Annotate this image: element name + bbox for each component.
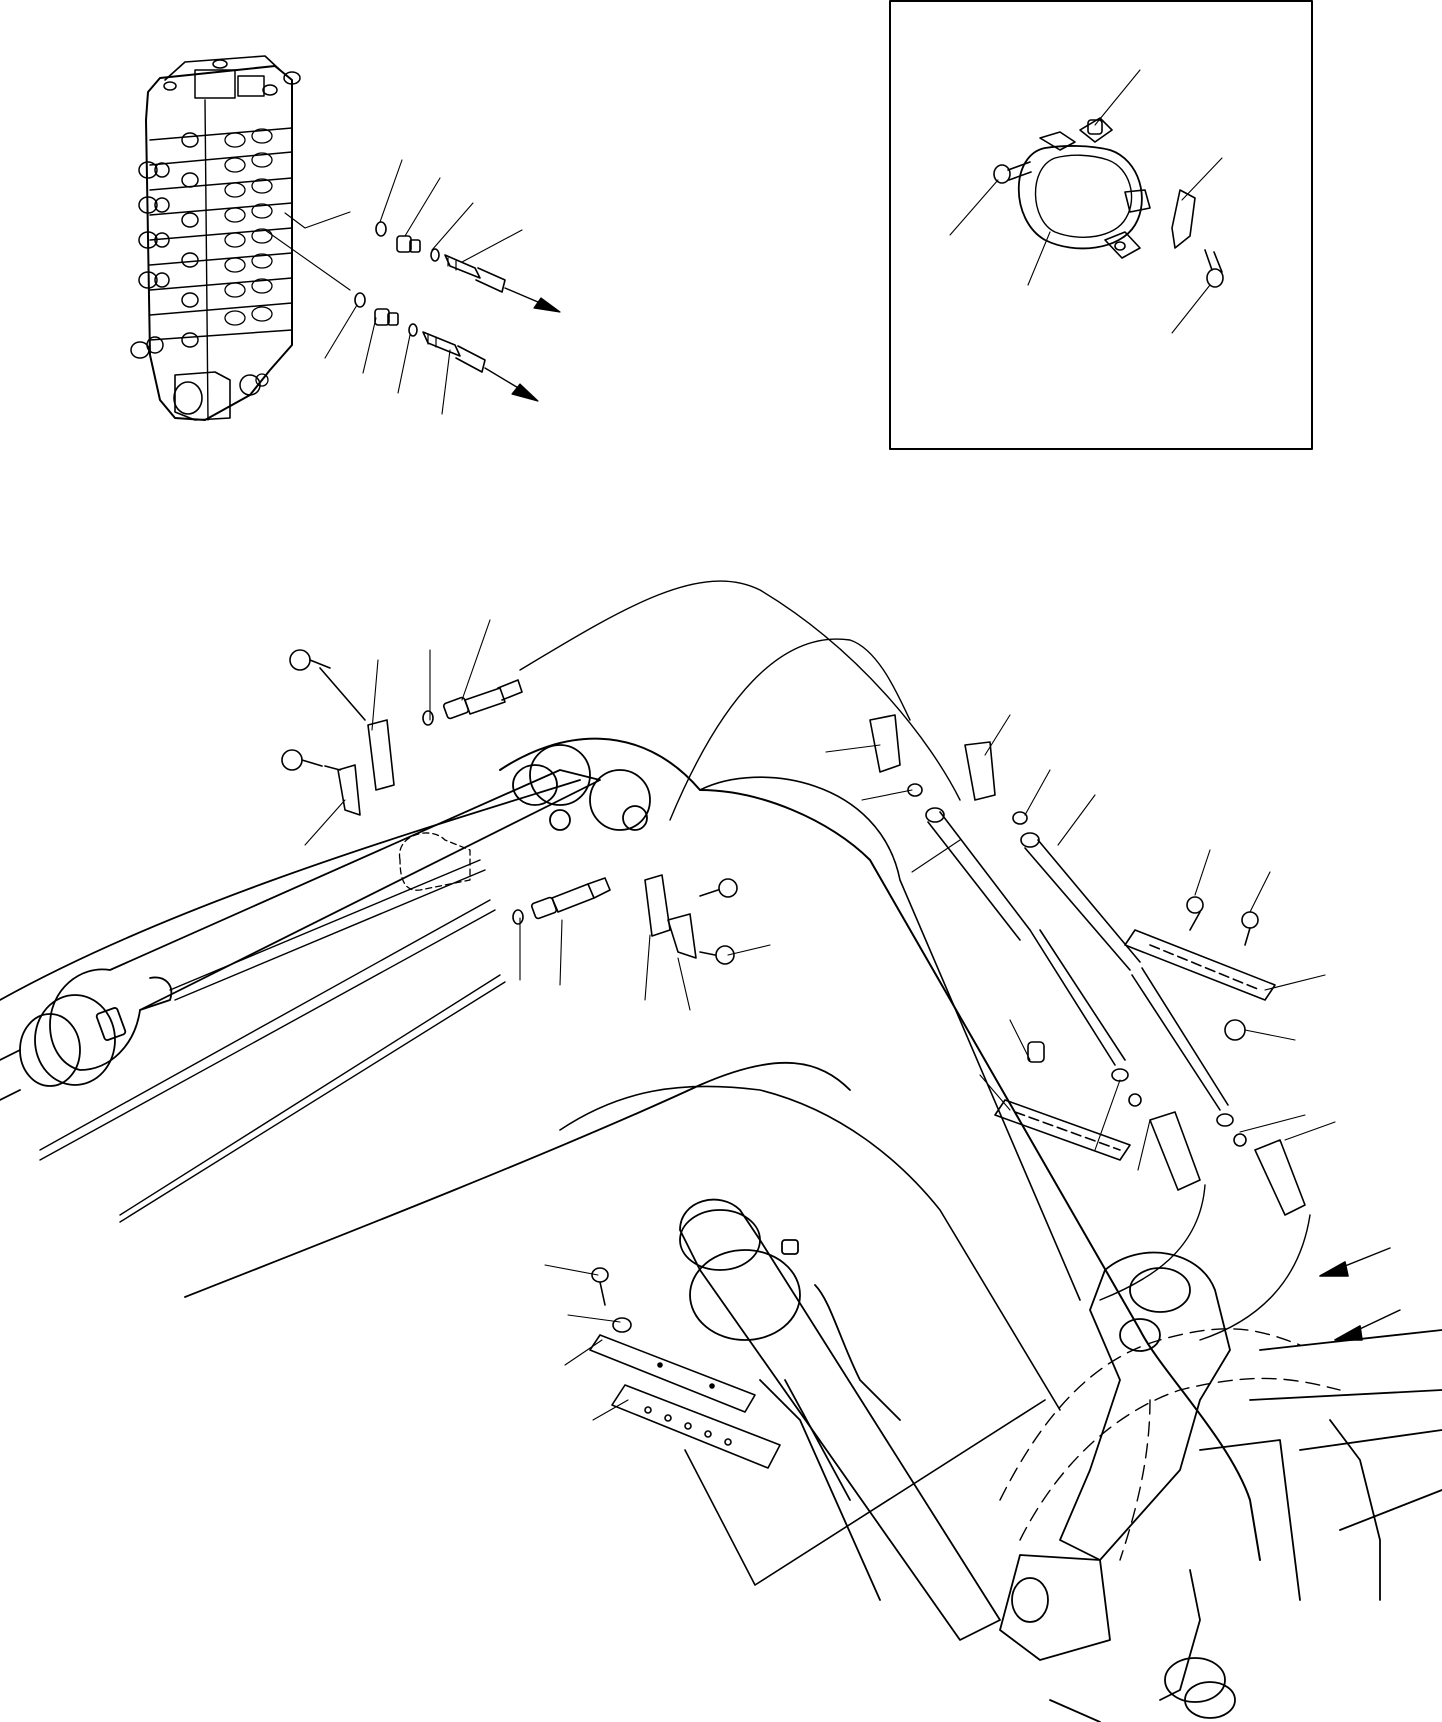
callout-leaders-inset bbox=[950, 70, 1222, 333]
clamp-top-bracket bbox=[1080, 118, 1112, 142]
valve-fittings-lower bbox=[265, 230, 538, 401]
boom-top-edge bbox=[700, 777, 1080, 1300]
spacer-left bbox=[1028, 1042, 1044, 1062]
arm-cylinder bbox=[0, 745, 650, 1100]
fitting-upper-left bbox=[423, 680, 522, 725]
o-ring-upper-2 bbox=[431, 249, 439, 261]
leader-valve-to-fittings-upper bbox=[285, 212, 350, 228]
clamp-side-bracket bbox=[1125, 190, 1150, 212]
valve-bottom-port bbox=[174, 382, 202, 414]
hose-line-upper bbox=[520, 581, 960, 800]
clamp-plate-mid bbox=[645, 875, 737, 964]
valve-fittings-upper bbox=[285, 212, 560, 312]
fitting-mid-left bbox=[513, 878, 610, 924]
hose-lower-fittings bbox=[1129, 1094, 1305, 1215]
boom-cylinder bbox=[680, 1200, 1000, 1640]
retainer-plate-left bbox=[995, 1042, 1130, 1160]
arrowhead-upper bbox=[534, 298, 560, 312]
valve-bottom-port-3 bbox=[256, 374, 268, 386]
boom-underside bbox=[560, 1086, 1060, 1410]
hose-line-upper-2 bbox=[670, 639, 910, 820]
clamp-detail-frame bbox=[890, 1, 1312, 449]
adapter-lower bbox=[375, 309, 398, 325]
o-ring-lower bbox=[355, 293, 365, 307]
arrowhead-lower bbox=[512, 384, 538, 401]
hidden-hose-paths bbox=[1000, 1329, 1340, 1560]
o-ring-lower-2 bbox=[409, 324, 417, 336]
valve-left-plugs bbox=[131, 133, 198, 358]
valve-top-block-2 bbox=[238, 76, 264, 96]
hidden-mount-outline bbox=[400, 833, 470, 890]
spacer-right bbox=[1225, 1020, 1245, 1040]
valve-bottom-block bbox=[175, 372, 230, 420]
clamp-detail-inset bbox=[994, 118, 1223, 287]
callout-leaders-boom bbox=[305, 620, 1335, 1420]
valve-right-bosses bbox=[225, 129, 272, 325]
valve-top-block bbox=[195, 70, 235, 98]
boom-hose-routing bbox=[0, 581, 1442, 1722]
lower-clamp-stack bbox=[590, 1268, 1045, 1585]
swing-bracket bbox=[1000, 1253, 1442, 1722]
hose-loop-right-1 bbox=[1100, 1185, 1205, 1300]
clamp-bolt-left bbox=[994, 162, 1031, 183]
control-valve-assembly bbox=[131, 56, 300, 420]
valve-top-cap bbox=[165, 56, 280, 80]
hose-end-lower bbox=[423, 332, 485, 372]
hose-end-upper bbox=[445, 255, 505, 292]
clamp-bottom-hole bbox=[1115, 242, 1125, 250]
arrowhead-right-lower bbox=[1335, 1326, 1362, 1340]
clamp-bolt-right bbox=[1205, 250, 1223, 287]
adapter-upper bbox=[397, 236, 420, 252]
hose-upper-right-right bbox=[965, 742, 1233, 1126]
hose-upper-right-left bbox=[870, 715, 1128, 1081]
clamp-plate-left-pair bbox=[282, 650, 394, 815]
hose-loop-right-2 bbox=[1200, 1215, 1310, 1340]
clamp-spacer bbox=[1172, 190, 1195, 248]
clamp-bottom-tab bbox=[1105, 232, 1140, 258]
o-ring-upper bbox=[376, 222, 386, 236]
callout-leaders-valve bbox=[325, 160, 522, 414]
retainer-plate-right bbox=[1125, 897, 1275, 1000]
boom-belly-line bbox=[185, 1063, 850, 1297]
clamp-ring bbox=[1019, 146, 1142, 248]
boom-lower-outline bbox=[0, 780, 580, 1000]
clamp-ring-inner bbox=[1035, 155, 1131, 237]
clamp-top-nut bbox=[1088, 120, 1102, 134]
leader-valve-to-fittings-lower bbox=[265, 230, 350, 290]
arrowhead-right-upper bbox=[1320, 1262, 1348, 1276]
boom-upper-outline bbox=[500, 739, 1260, 1560]
cylinder-tubes bbox=[40, 860, 505, 1222]
valve-top-fittings bbox=[164, 60, 300, 95]
clamp-top-tab bbox=[1040, 132, 1075, 150]
